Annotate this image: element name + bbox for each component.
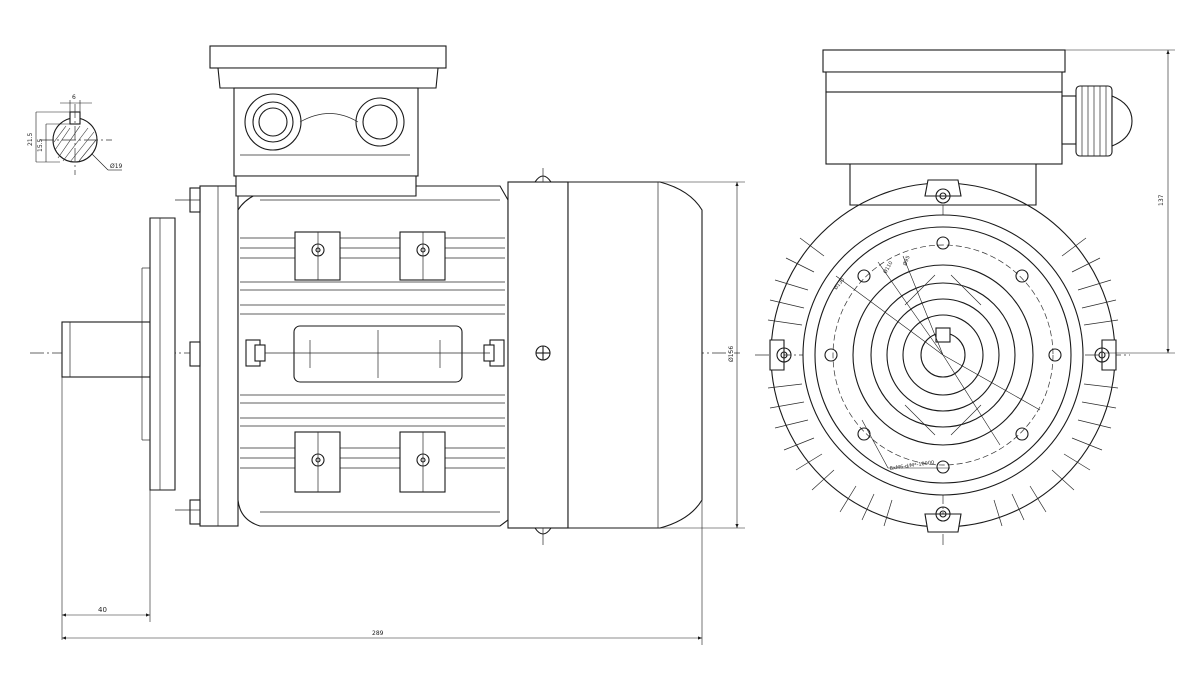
cable-entry-plug (355, 97, 405, 147)
detail-height-inner-label: 15.5 (37, 138, 44, 152)
front-end-shield (199, 185, 239, 527)
housing-diameter-dim: Ø156 (728, 346, 735, 362)
detail-height-outer-label: 21.5 (27, 132, 34, 146)
terminal-box (233, 87, 419, 177)
terminal-box-lid-front (822, 49, 1066, 73)
flange-bolt-holes (824, 236, 1062, 474)
cable-entry (244, 93, 302, 151)
mounting-boss (294, 231, 341, 281)
rear-end-shield (507, 181, 569, 529)
terminal-box-lid (209, 45, 447, 69)
fan-cover (567, 181, 703, 529)
total-length-dim: 289 (372, 630, 384, 637)
terminal-box-front (825, 91, 1063, 165)
motor-front-view: Ø130 Ø110 Ø95 8xM6-d/M*-10000 137 (755, 49, 1175, 545)
detail-shaft-diameter-label: Ø19 (110, 163, 123, 170)
shaft-length-dim: 40 (98, 606, 107, 614)
motor-flange (149, 217, 176, 491)
terminal-height-dim: 137 (1158, 194, 1165, 206)
flange-diameter-3: Ø95 (901, 255, 911, 267)
shaft-keyway-detail: 6 21.5 15.5 Ø19 (27, 94, 123, 175)
motor-shaft (61, 321, 151, 378)
motor-side-view: Ø156 40 289 (30, 45, 745, 645)
detail-key-width-label: 6 (72, 94, 76, 101)
